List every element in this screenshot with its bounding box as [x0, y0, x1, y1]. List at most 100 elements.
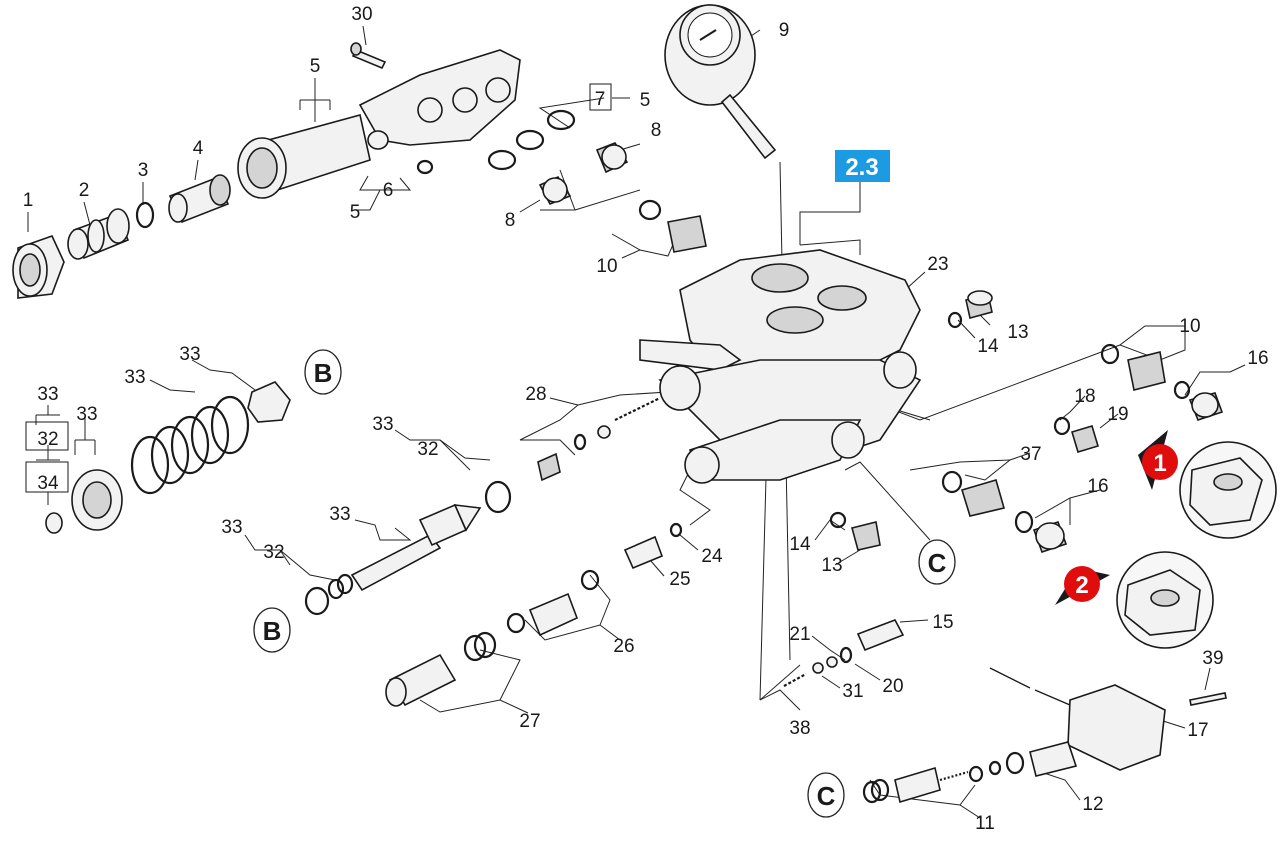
part-9-pressure-gauge [664, 4, 777, 160]
svg-text:C: C [928, 548, 947, 578]
part-33-spring [130, 395, 250, 495]
marker-1: 1 [1138, 430, 1178, 490]
callout-b-lower: B [253, 607, 291, 653]
part-11-plunger [862, 760, 1002, 804]
label-37: 37 [1020, 444, 1041, 465]
section-tag: 2.3 [835, 150, 890, 182]
label-24: 24 [701, 546, 723, 567]
part-3-o-ring [135, 201, 155, 229]
label-38: 38 [789, 718, 810, 739]
label-28: 28 [525, 384, 546, 405]
label-25: 25 [669, 569, 690, 590]
label-5-a: 5 [310, 56, 321, 77]
callout-c-middle: C [918, 539, 956, 585]
label-14-b: 14 [789, 534, 811, 555]
part-33-cap [247, 381, 291, 423]
part-30-screw [350, 42, 387, 70]
label-3: 3 [138, 160, 149, 181]
label-19: 19 [1107, 404, 1128, 425]
part-37-valve [941, 470, 1005, 517]
svg-text:B: B [263, 616, 282, 646]
label-27: 27 [519, 711, 540, 732]
part-38-spring [783, 673, 807, 687]
part-14-o-ring-top [947, 311, 963, 329]
part-13-plug-lower [851, 521, 881, 551]
part-32-o-ring [484, 480, 512, 514]
label-5-b: 5 [640, 90, 651, 111]
svg-text:2: 2 [1075, 572, 1088, 599]
label-33-g: 33 [221, 517, 242, 538]
label-33-a: 33 [37, 384, 58, 405]
leader-lines [27, 25, 1246, 819]
part-19-plug [1071, 425, 1099, 453]
label-7: 7 [595, 89, 606, 110]
label-33-c: 33 [124, 367, 145, 388]
label-6: 6 [383, 180, 394, 201]
part-7-o-rings [487, 109, 576, 171]
label-1: 1 [23, 190, 34, 211]
marker-2: 2 [1055, 566, 1110, 605]
part-1-nut [12, 235, 65, 299]
part-32-spring-seat [71, 469, 123, 531]
part-5-cylinder-housing [237, 49, 521, 199]
label-21: 21 [789, 624, 810, 645]
part-39-pin [1189, 692, 1227, 706]
part-20-21-ring-ball [812, 646, 853, 674]
label-30: 30 [351, 4, 372, 25]
part-16-plug-lower [1014, 510, 1068, 554]
part-28-spring-ball [537, 397, 661, 482]
callout-c-bottom: C [807, 772, 845, 818]
label-33-d: 33 [179, 344, 200, 365]
svg-text:1: 1 [1153, 450, 1166, 477]
label-8-b: 8 [505, 210, 516, 231]
part-2-adapter [67, 208, 130, 260]
label-11: 11 [975, 813, 995, 834]
label-17: 17 [1187, 720, 1208, 741]
label-2: 2 [79, 180, 90, 201]
svg-text:2.3: 2.3 [845, 154, 878, 181]
label-13-b: 13 [821, 555, 842, 576]
label-23: 23 [927, 254, 948, 275]
label-20: 20 [882, 676, 903, 697]
label-4: 4 [193, 138, 204, 159]
part-14-o-ring-lower [829, 511, 847, 529]
label-13-a: 13 [1007, 322, 1028, 343]
label-34: 34 [37, 473, 59, 494]
part-15-valve [856, 619, 905, 652]
label-33-e: 33 [372, 414, 393, 435]
part-10-valve-right [1100, 343, 1166, 391]
label-14-a: 14 [977, 336, 999, 357]
label-31: 31 [842, 681, 863, 702]
part-8-valves [538, 142, 629, 206]
part-6-o-ring [416, 159, 434, 175]
label-8-a: 8 [651, 120, 662, 141]
part-16-plug-upper [1173, 380, 1224, 421]
part-12-fitting [1005, 741, 1078, 777]
part-18-o-ring [1053, 416, 1071, 436]
svg-text:B: B [314, 358, 333, 388]
bracket-boxes [25, 83, 612, 493]
svg-text:C: C [817, 781, 836, 811]
part-labels: 1 2 3 4 5 5 5 6 7 8 8 9 10 10 11 12 13 1… [23, 4, 1269, 834]
label-26: 26 [613, 636, 634, 657]
part-4-inlet-filter [168, 174, 231, 224]
part-23-pump-head [639, 249, 922, 484]
part-25-valve-insert [623, 522, 683, 570]
label-12: 12 [1082, 794, 1103, 815]
label-32-b: 32 [417, 439, 438, 460]
part-27-bolt [385, 631, 497, 707]
label-9: 9 [779, 20, 790, 41]
label-18: 18 [1074, 386, 1095, 407]
label-10-b: 10 [1179, 316, 1200, 337]
label-32-a: 32 [37, 429, 58, 450]
part-13-plug-top [965, 290, 993, 319]
callout-b-upper: B [304, 349, 342, 395]
detail-2-view [1116, 551, 1214, 649]
label-10-a: 10 [596, 256, 617, 277]
label-5-c: 5 [350, 202, 361, 223]
part-32-seals-lower [304, 573, 354, 616]
label-33-f: 33 [329, 504, 350, 525]
label-39: 39 [1202, 648, 1223, 669]
